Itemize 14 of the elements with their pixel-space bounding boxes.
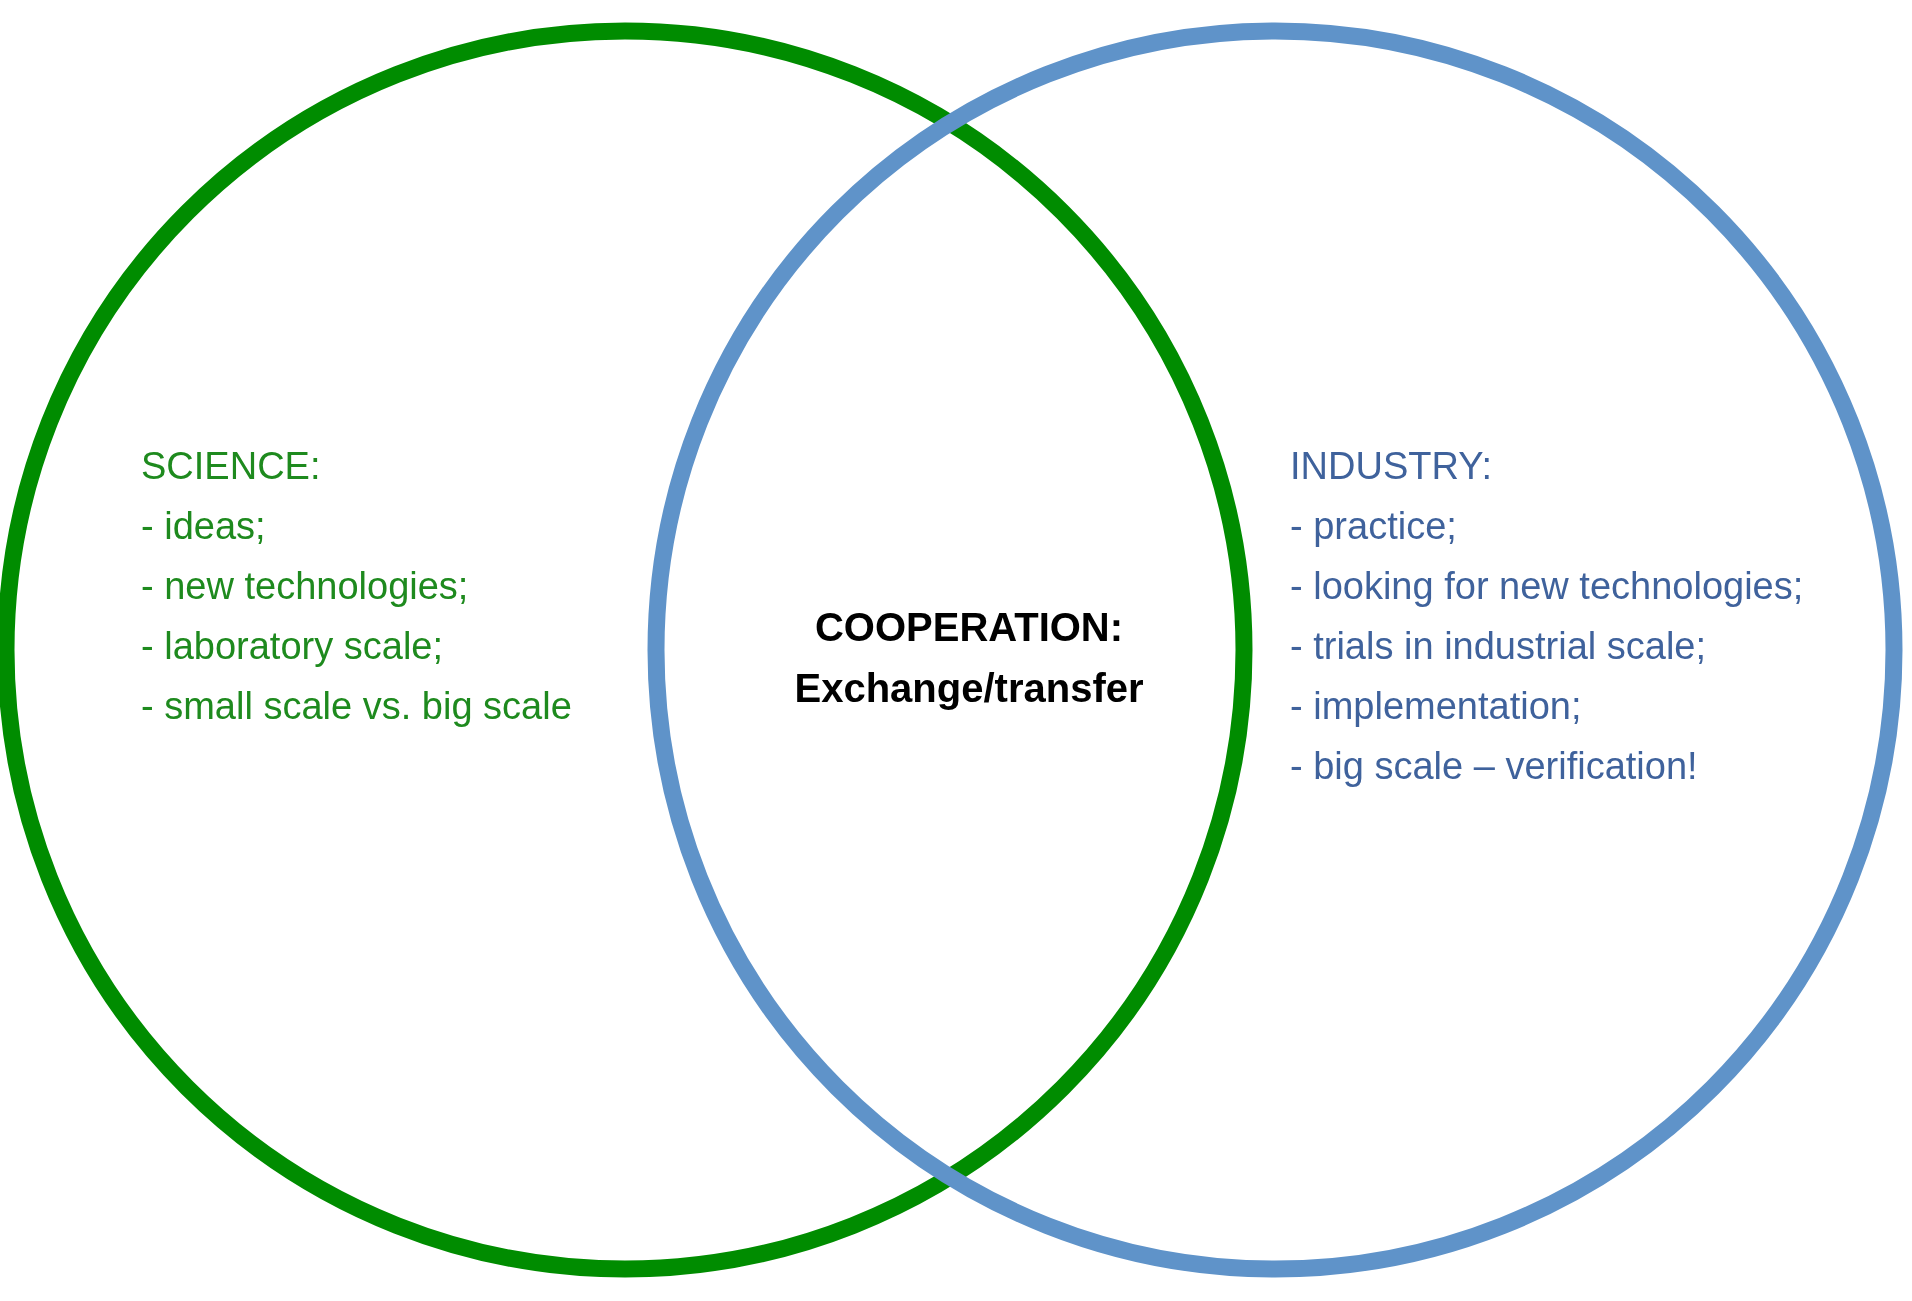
list-item: - ideas; (141, 504, 266, 549)
list-item: - trials in industrial scale; (1290, 624, 1707, 669)
list-item: - big scale – verification! (1290, 744, 1698, 789)
list-item: - small scale vs. big scale (141, 684, 572, 729)
overlap-heading: COOPERATION: (814, 604, 1124, 651)
list-item: - laboratory scale; (141, 624, 443, 669)
heading: INDUSTRY: (1290, 444, 1492, 489)
list-item: - new technologies; (141, 564, 469, 609)
list-item: - implementation; (1290, 684, 1582, 729)
venn-circle (647, 22, 1903, 1278)
list-item: - practice; (1290, 504, 1457, 549)
heading: SCIENCE: (141, 444, 321, 489)
list-item: - looking for new technologies; (1290, 564, 1804, 609)
overlap-text: Exchange/transfer (794, 665, 1144, 712)
